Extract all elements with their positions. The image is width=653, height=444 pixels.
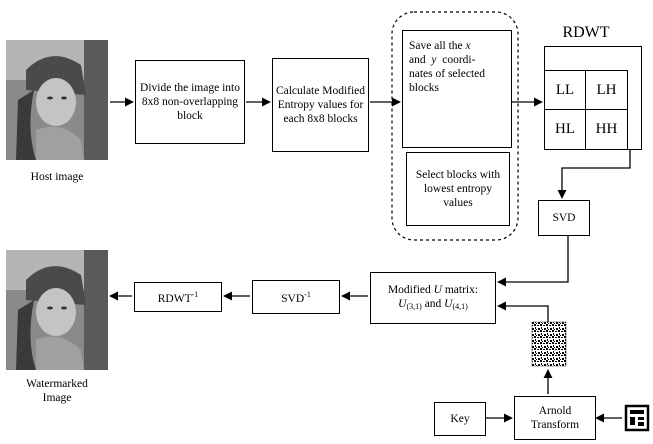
- svd-inverse-box: SVD-1: [252, 280, 340, 314]
- svd-inverse-text: SVD-1: [281, 290, 311, 305]
- subband-hl: HL: [544, 109, 586, 150]
- select-blocks-text: Select blocks with lowest entropy values: [415, 169, 501, 209]
- host-image-graphic: [6, 40, 108, 160]
- host-image: [6, 40, 108, 160]
- arnold-transform-box: Arnold Transform: [514, 396, 596, 440]
- entropy-text: Calculate Modified Entropy values for ea…: [275, 85, 366, 125]
- modified-u-box: Modified U matrix: U(3,1) and U(4,1): [370, 272, 496, 324]
- arrow-scrambled-to-modified-u: [497, 301, 549, 322]
- watermark-logo-icon: [624, 404, 650, 432]
- key-box: Key: [434, 402, 486, 436]
- divide-blocks-text: Divide the image into 8x8 non-overlappin…: [140, 82, 240, 122]
- arrow-rdwt-to-svd: [557, 150, 631, 199]
- svd-box: SVD: [538, 200, 590, 236]
- arrow-svd-to-modified-u: [497, 236, 569, 287]
- rdwt-title: RDWT: [562, 24, 610, 41]
- save-coordinates-box: Save all the x and y coordi- nates of se…: [402, 30, 512, 148]
- divide-blocks-box: Divide the image into 8x8 non-overlappin…: [135, 60, 245, 144]
- entropy-box: Calculate Modified Entropy values for ea…: [272, 58, 369, 152]
- key-text: Key: [450, 413, 470, 425]
- svd-text: SVD: [552, 212, 576, 224]
- save-coordinates-text: Save all the x and y coordi- nates of se…: [409, 40, 485, 94]
- host-image-caption: Host image: [30, 171, 84, 183]
- subband-hh: HH: [585, 109, 628, 150]
- rdwt-inverse-box: RDWT-1: [134, 282, 222, 312]
- watermarked-image: [6, 250, 108, 370]
- subband-lh: LH: [585, 70, 628, 110]
- watermarked-image-graphic: [6, 250, 108, 370]
- subband-ll: LL: [544, 70, 586, 110]
- select-blocks-box: Select blocks with lowest entropy values: [406, 152, 510, 226]
- scrambled-watermark-image: [531, 321, 567, 367]
- arnold-transform-text: Arnold Transform: [530, 405, 580, 431]
- modified-u-text: Modified U matrix: U(3,1) and U(4,1): [387, 283, 479, 311]
- watermarked-image-caption: Watermarked Image: [26, 378, 88, 404]
- rdwt-inverse-text: RDWT-1: [157, 290, 199, 305]
